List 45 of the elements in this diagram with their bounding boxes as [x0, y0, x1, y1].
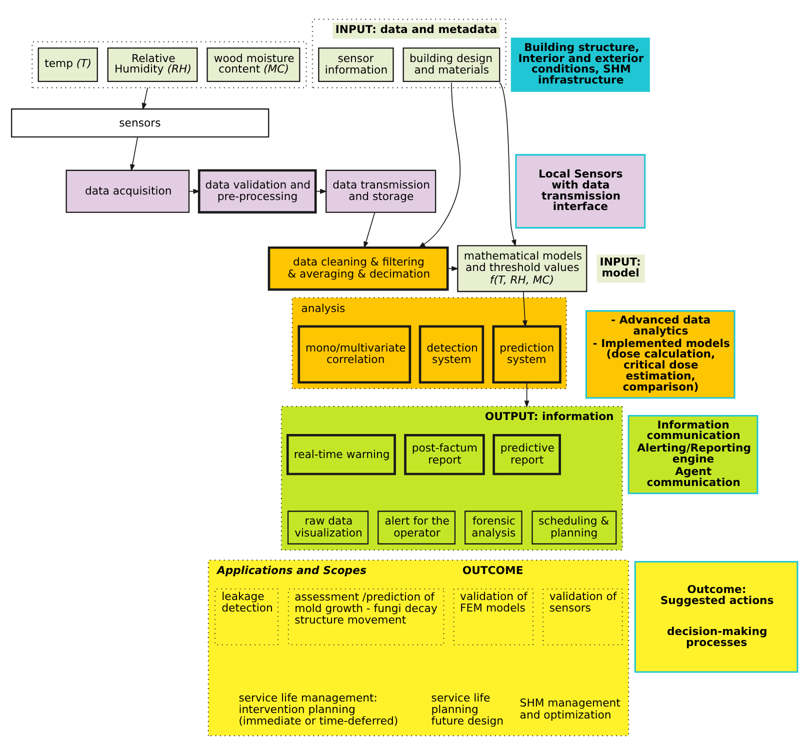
node-box: Information communication Alerting/Reporting engine Agent communication: [628, 414, 758, 494]
arrow: [447, 266, 459, 271]
node-box: detection system: [418, 324, 484, 384]
node-box: temp (T): [38, 46, 98, 82]
arrow: [522, 290, 528, 327]
arrow: [524, 381, 530, 408]
node-box: real-time warning: [286, 434, 396, 475]
node-box: data acquisition: [66, 169, 190, 212]
node-box: sensor information: [318, 46, 394, 82]
arrow: [130, 136, 138, 171]
arrow: [418, 82, 461, 248]
node-box: data validation and pre-processing: [198, 168, 317, 213]
label: service life planning future design: [431, 690, 504, 728]
node-box: predictive report: [492, 434, 561, 475]
node-box: Local Sensors with data transmission interface: [515, 154, 646, 228]
node-box: - Advanced data analytics - Implemented models (dose calculation, critical dose estimation, comparison): [585, 310, 736, 398]
node-box: raw data visualization: [287, 510, 369, 544]
node-box: validation of sensors: [542, 588, 623, 645]
arrow: [499, 82, 516, 246]
node-box: alert for the operator: [378, 510, 456, 544]
node-box: Building structure, Interior and exterior conditions, SHM infrastructure: [510, 37, 650, 92]
arrow: [364, 211, 376, 248]
node-box: sensors: [10, 108, 270, 138]
node-box: data transmission and storage: [325, 169, 436, 212]
cluster: [32, 40, 307, 88]
arrow: [315, 188, 328, 194]
label: SHM management and optimization: [520, 696, 620, 721]
node-label: INPUT: model: [600, 255, 641, 280]
node-box: Outcome: Suggested actions decision-making processes: [634, 560, 798, 672]
node-box: assessment /prediction of mold growth - fungi decay structure movement: [288, 588, 444, 645]
node-box: data cleaning & filtering & averaging & decimation: [268, 246, 449, 290]
node-box: leakage detection: [214, 588, 278, 645]
node-box: mathematical models and threshold values f(T, RH, MC): [457, 244, 588, 292]
label: service life management: intervention planning (immediate or time-deferred): [238, 690, 398, 728]
node-box: validation of FEM models: [453, 588, 534, 645]
node-box: scheduling & planning: [532, 510, 617, 544]
node-box: mono/multivariate correlation: [298, 324, 412, 384]
node-box: forensic analysis: [464, 510, 522, 544]
node-box: post-factum report: [404, 434, 485, 475]
arrow: [142, 86, 148, 110]
node-box: Relative Humidity (RH): [107, 46, 198, 82]
node-box: wood moisture content (MC): [206, 46, 300, 82]
node-box: building design and materials: [402, 46, 500, 82]
node-box: prediction system: [492, 324, 562, 384]
arrow: [188, 188, 200, 194]
